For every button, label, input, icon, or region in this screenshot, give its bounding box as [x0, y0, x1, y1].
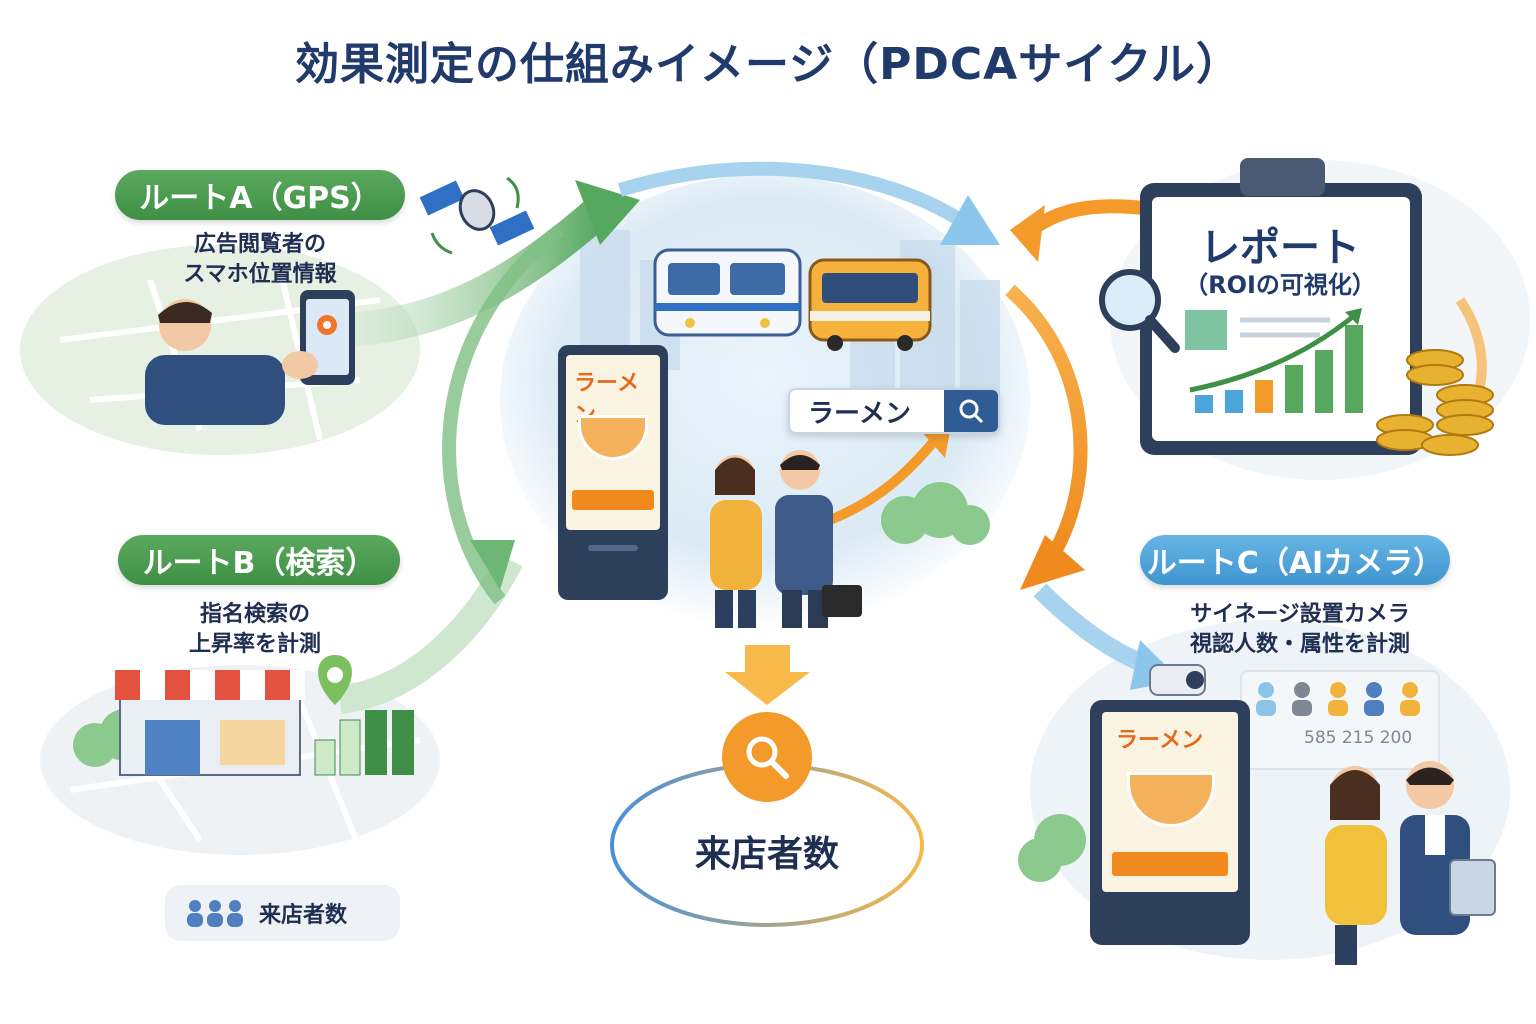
- report-subtitle: （ROIの可視化）: [1184, 271, 1376, 299]
- signage-c: ラーメン: [1090, 700, 1250, 945]
- audience-counter: 585 215 200: [1304, 728, 1413, 748]
- search-query: ラーメン: [808, 398, 911, 429]
- route-b-desc: 指名検索の 上昇率を計測: [125, 600, 385, 660]
- legend-label: 来店者数: [259, 903, 348, 928]
- search-icon: [959, 399, 984, 424]
- signage-c-text: ラーメン: [1116, 728, 1204, 753]
- route-c-label: ルートC（AIカメラ）: [1140, 535, 1450, 585]
- route-c-desc-line2: 視認人数・属性を計測: [1189, 632, 1410, 657]
- route-b-label: ルートB（検索）: [118, 535, 400, 585]
- search-bar[interactable]: ラーメン: [788, 388, 1000, 434]
- visitors-search-badge: [722, 712, 812, 802]
- visitors-label: 来店者数: [694, 834, 839, 875]
- magnifying-glass-icon: [1099, 269, 1180, 353]
- route-a-desc-line1: 広告閲覧者の: [193, 232, 326, 257]
- route-a-label: ルートA（GPS）: [115, 170, 405, 220]
- route-a-desc-line2: スマホ位置情報: [183, 262, 337, 287]
- man-with-phone-illustration: [145, 290, 355, 425]
- arrow-down: [725, 645, 810, 705]
- people-icon: [187, 900, 243, 927]
- coin-stack-icon: [1376, 349, 1494, 456]
- legend: 来店者数: [165, 885, 400, 941]
- train-bus-illustration: [653, 248, 932, 351]
- route-b-desc-line1: 指名検索の: [199, 602, 310, 627]
- satellite-icon: [419, 176, 535, 255]
- digital-signage: ラーメン: [558, 345, 668, 600]
- roi-chart: [1185, 308, 1363, 413]
- magnifier-icon: [746, 736, 789, 779]
- ramen-bowl-icon-c: [1127, 772, 1215, 827]
- route-a-desc: 広告閲覧者の スマホ位置情報: [130, 230, 390, 290]
- arrow-route-a: [329, 197, 612, 347]
- page-title: 効果測定の仕組みイメージ（PDCAサイクル）: [294, 39, 1242, 90]
- couple-illustration: [710, 450, 862, 628]
- search-button[interactable]: [944, 390, 998, 432]
- storefront-illustration: [115, 655, 414, 776]
- route-c-desc-line1: サイネージ設置カメラ: [1190, 602, 1410, 627]
- clip-icon: [1240, 158, 1325, 196]
- route-b-desc-line2: 上昇率を計測: [188, 632, 321, 657]
- audience-icons: [1256, 682, 1420, 716]
- couple-c-illustration: [1325, 761, 1496, 965]
- route-c-desc: サイネージ設置カメラ 視認人数・属性を計測: [1155, 600, 1445, 660]
- ramen-bowl-icon: [578, 415, 648, 460]
- camera-icon: [1149, 664, 1206, 696]
- report-title: レポート: [1200, 225, 1360, 271]
